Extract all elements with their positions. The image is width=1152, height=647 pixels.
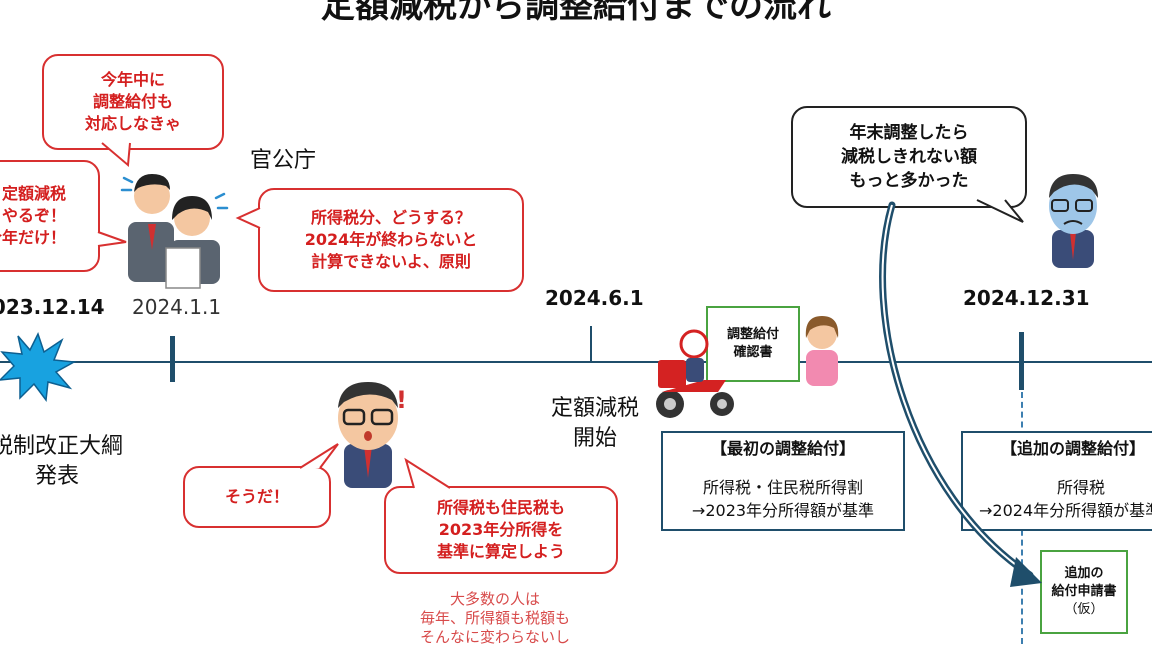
date-2024-12-31: 2024.12.31 [963,286,1090,310]
worried-man-icon [1049,174,1098,268]
bubble-tail [976,199,1024,223]
tick-2024-12-31 [1019,332,1024,390]
bubble-tail [101,142,131,168]
bubble-staff-right: 所得税分、どうする？ 2024年が終わらないと 計算できないよ、原則 [258,188,524,292]
event-label-line: 発表 [34,464,79,489]
box-heading: 【最初の調整給付】 [710,439,855,458]
doc-application: 追加の 給付申請書 （仮） [1040,550,1128,634]
box-first-payment: 【最初の調整給付】 所得税・住民税所得割 →2023年分所得額が基準 [661,431,905,531]
note-line: 毎年、所得額も税額も [419,609,570,627]
bubble-tail [404,457,451,489]
date-2023-12-14: 2023.12.14 [0,295,105,319]
bubble-worried: 年末調整したら 減税しきれない額 もっと多かった [791,106,1027,208]
event-label-tax-reform: 税制改正大綱 発表 [0,432,142,492]
bubble-line: 対応しなきゃ [84,114,181,133]
bubble-line: 今年だけ！ [0,228,66,247]
delivery-scooter-icon [656,329,734,418]
staff-pair-icon [120,174,229,289]
bubble-line: 2024年が終わらないと [304,230,478,249]
idea-man-icon: ! [338,382,407,488]
bubble-line: 年末調整したら [849,123,969,143]
date-2024-1-1: 2024.1.1 [132,295,222,319]
event-label-line: 開始 [572,426,617,451]
bubble-idea-right: 所得税も住民税も 2023年分所得を 基準に算定しよう [384,486,618,574]
tick-2024-1-1 [170,336,175,382]
bubble-line: 調整給付も [92,92,173,111]
bubble-line: 2023年分所得を [438,520,564,539]
announcement-burst-icon [0,332,77,402]
bubble-line: 今年中に [100,70,165,89]
bubble-tail [299,443,339,469]
doc-confirmation: 調整給付 確認書 [706,306,800,382]
curved-arrow [879,201,1042,587]
bubble-line: 所得税分、どうする？ [310,208,471,227]
note-text: 大多数の人は 毎年、所得額も税額も そんなに変わらないし [390,590,600,647]
bubble-line: 定額減税 [1,184,66,203]
event-label-line: 定額減税 [550,396,639,421]
box-heading: 【追加の調整給付】 [1001,439,1146,458]
note-line: 大多数の人は [449,590,540,608]
bubble-idea-left: そうだ！ [183,466,331,528]
timeline-axis [0,361,1152,363]
bubble-line: 所得税も住民税も [436,498,565,517]
tick-2024-6-1 [590,326,592,362]
event-label-tax-cut-start: 定額減税 開始 [540,394,650,454]
event-label-line: 税制改正大綱 [0,434,123,459]
bubble-staff-top: 今年中に 調整給付も 対応しなきゃ [42,54,224,150]
event-label-government: 官公庁 [250,148,317,173]
woman-icon [805,316,839,386]
note-line: そんなに変わらないし [419,628,570,646]
bubble-line: やるぞ！ [1,206,66,225]
svg-text:!: ! [396,386,407,414]
doc-line: 追加の [1064,566,1104,581]
doc-line: 給付申請書 [1051,584,1117,599]
doc-line: 調整給付 [726,327,779,342]
doc-line: 確認書 [733,345,773,360]
box-line: →2024年分所得額が基準 [979,501,1152,520]
bubble-tail [97,231,127,247]
doc-line: （仮） [1064,602,1104,617]
bubble-line: 基準に算定しよう [436,542,565,561]
box-line: 所得税 [1057,478,1106,497]
box-additional-payment: 【追加の調整給付】 所得税 →2024年分所得額が基準 [961,431,1152,531]
page-title: 定額減税から調整給付までの流れ [321,0,831,26]
bubble-line: 減税しきれない額 [841,147,977,167]
bubble-pm: 定額減税 やるぞ！ 今年だけ！ [0,160,100,272]
date-2024-6-1: 2024.6.1 [545,286,644,310]
bubble-line: 計算できないよ、原則 [311,252,471,271]
bubble-line: もっと多かった [849,171,969,191]
bubble-line: そうだ！ [224,487,289,506]
box-line: 所得税・住民税所得割 [702,478,863,497]
bubble-tail [235,207,261,229]
box-line: →2023年分所得額が基準 [691,501,875,520]
